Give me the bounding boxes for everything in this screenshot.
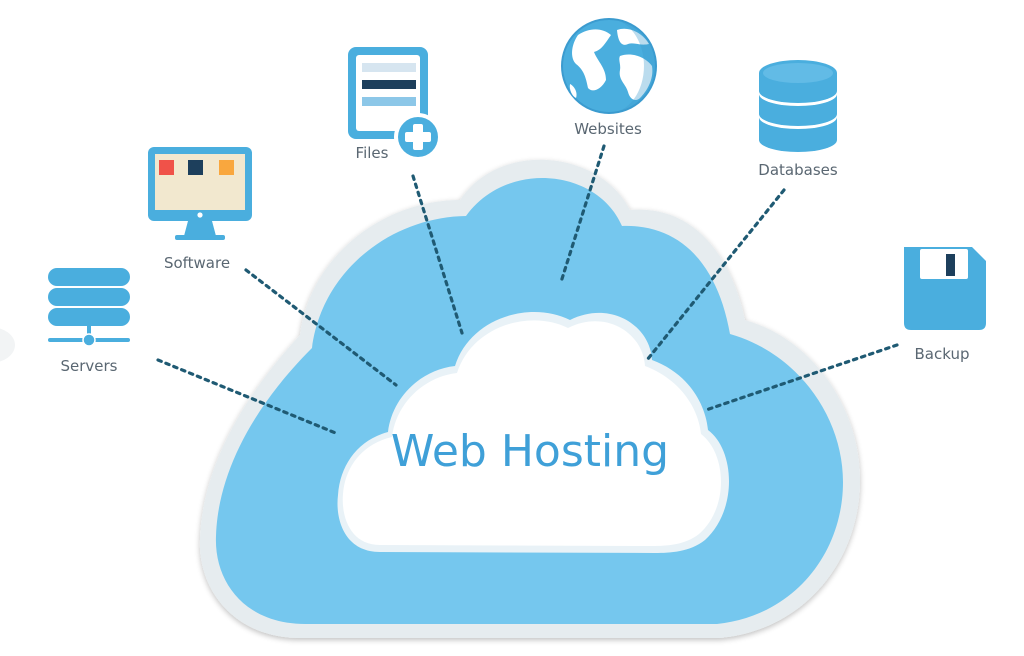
connector-backup [704, 343, 899, 412]
center-title: Web Hosting [391, 426, 669, 477]
file-add-icon [348, 47, 442, 161]
connector-files [411, 174, 464, 335]
connector-databases [645, 188, 786, 362]
connector-servers [156, 358, 340, 436]
label-backup: Backup [915, 345, 970, 363]
label-websites: Websites [574, 120, 642, 138]
connectors [156, 144, 899, 436]
inner-cloud [337, 311, 729, 553]
label-files: Files [356, 144, 389, 162]
connector-software [244, 268, 398, 387]
server-stack-icon [48, 268, 130, 347]
monitor-icon [148, 147, 252, 240]
label-servers: Servers [60, 357, 117, 375]
label-databases: Databases [758, 161, 838, 179]
connector-websites [559, 144, 606, 284]
background-shape [0, 328, 15, 362]
floppy-disk-icon [904, 247, 986, 330]
globe-icon [561, 18, 657, 114]
label-software: Software [164, 254, 230, 272]
database-icon [759, 60, 837, 152]
